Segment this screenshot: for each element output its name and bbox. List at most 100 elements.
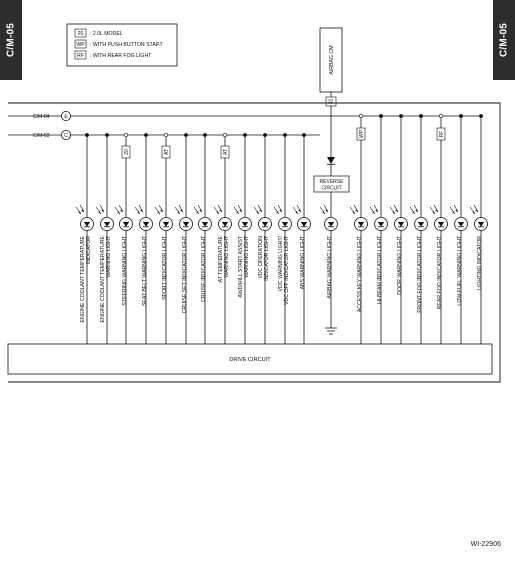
- svg-text:: WITH REAR FOG LIGHT: : WITH REAR FOG LIGHT: [90, 53, 152, 59]
- led-icon: [193, 204, 212, 231]
- light-access-key-warning-light: WP ACCESS KEY WARNING LIGHT: [349, 113, 368, 344]
- light-label: VDC WARNING LIGHT/: [278, 235, 284, 291]
- svg-text:RF: RF: [77, 53, 84, 59]
- led-icon: [233, 204, 252, 231]
- light-label: LOW-FUEL WARNING LIGHT: [457, 235, 463, 305]
- light-label: VDC OPERATION: [258, 236, 264, 279]
- svg-text:DRIVE CIRCUIT: DRIVE CIRCUIT: [229, 357, 271, 363]
- airbag-diode: [327, 157, 335, 165]
- led-icon: [369, 204, 388, 231]
- wire-junction: [203, 133, 207, 137]
- branch-tag: 20: [124, 149, 130, 155]
- wire-junction: [105, 133, 109, 137]
- light-label: SPORT INDICATOR LIGHT: [162, 235, 168, 300]
- light-label: DOOR WARNING LIGHT: [397, 235, 403, 294]
- svg-text:C/M-03: C/M-03: [33, 133, 50, 139]
- light-label: AWD/HILL START ASSIST: [238, 235, 244, 297]
- light-label: FRONT FOG INDICATOR LIGHT: [417, 235, 423, 312]
- led-icon: [134, 204, 153, 231]
- wire-junction: [479, 114, 483, 118]
- led-icon: [389, 204, 408, 231]
- branch-tag: AT: [223, 149, 229, 155]
- reverse-circuit-box: REVERSE CIRCUIT: [313, 175, 350, 193]
- light-label: INDICATOR: [86, 236, 92, 264]
- section-tab-right: C/M-05: [493, 0, 515, 80]
- wire-junction: [144, 133, 148, 137]
- light-seat-belt-warning-light: SEAT BELT WARNING LIGHT: [134, 133, 153, 344]
- wire-junction-open: [438, 113, 444, 119]
- light-cruise-set-indicator-light: CRUISE SET INDICATOR LIGHT: [174, 133, 193, 344]
- light-label: SEAT BELT WARNING LIGHT: [142, 235, 148, 306]
- led-icon: [349, 204, 368, 231]
- led-icon: [292, 204, 311, 231]
- ground-icon: [325, 327, 337, 335]
- legend-item-rear-fog-light: RF : WITH REAR FOG LIGHT: [74, 50, 152, 60]
- branch-tag: WP: [359, 129, 365, 138]
- led-icon: [409, 204, 428, 231]
- svg-text:AIRBAG CM: AIRBAG CM: [329, 45, 335, 74]
- light-label: WARNING LIGHT: [106, 235, 112, 277]
- led-icon: [253, 204, 272, 231]
- light-label: STEERING WARNING LIGHT: [122, 235, 128, 305]
- meter-outline: [8, 102, 501, 383]
- airbag-cm-pin: 31: [325, 96, 337, 107]
- legend-item-2-0l-model: 20 : 2.0L MODEL: [74, 28, 123, 38]
- light-sport-indicator-light: AT SPORT INDICATOR LIGHT: [154, 132, 173, 344]
- branch-tag: RF: [439, 131, 445, 138]
- wire-junction: [85, 133, 89, 137]
- connector-c-m-03: C/M-03 C: [33, 129, 72, 140]
- light-label: AIRBAG WARNING LIGHT: [327, 235, 333, 298]
- led-icon: [429, 204, 448, 231]
- light-label: CRUISE SET INDICATOR LIGHT: [182, 235, 188, 313]
- svg-text:CIRCUIT: CIRCUIT: [321, 186, 341, 192]
- led-icon: [114, 204, 133, 231]
- led-icon: [174, 204, 193, 231]
- svg-text:REVERSE: REVERSE: [320, 179, 345, 185]
- light-label: ACCESS KEY WARNING LIGHT: [357, 235, 363, 312]
- light-label: INDICATOR LIGHT: [264, 235, 270, 281]
- light-lighting-indicator: LIGHTING INDICATOR: [469, 114, 488, 344]
- wire-junction-open: [123, 132, 129, 138]
- section-tab-left: C/M-05: [0, 0, 22, 80]
- light-front-fog-indicator-light: FRONT FOG INDICATOR LIGHT: [409, 114, 428, 344]
- light-hi-beam-indicator-light: HI-BEAM INDICATOR LIGHT: [369, 114, 388, 344]
- led-icon: [213, 204, 232, 231]
- light-label: HI-BEAM INDICATOR LIGHT: [377, 235, 383, 304]
- light-low-fuel-warning-light: LOW-FUEL WARNING LIGHT: [449, 114, 468, 344]
- led-icon: [154, 204, 173, 231]
- led-icon: [95, 204, 114, 231]
- led-icon: [449, 204, 468, 231]
- svg-text:E: E: [64, 114, 68, 120]
- svg-text:: WITH PUSH BUTTON START: : WITH PUSH BUTTON START: [90, 42, 163, 48]
- svg-text:31: 31: [329, 99, 335, 105]
- light-label: AT TEMPERATURE: [218, 235, 224, 282]
- light-label: WARNING LIGHT: [244, 235, 250, 277]
- wire-junction: [379, 114, 383, 118]
- branch-tag: AT: [164, 149, 170, 155]
- light-door-warning-light: DOOR WARNING LIGHT: [389, 114, 408, 344]
- light-label: ENGINE COOLANT TEMPERATURE: [100, 235, 106, 322]
- drive-circuit-box: DRIVE CIRCUIT: [7, 343, 493, 375]
- wire-junction: [419, 114, 423, 118]
- legend: 20 : 2.0L MODEL WP : WITH PUSH BUTTON ST…: [66, 23, 178, 67]
- led-icon: [469, 204, 488, 231]
- wire-junction: [302, 133, 306, 137]
- light-vdc-warning-light-vdc-off-indicator-light: VDC WARNING LIGHT/VDC OFF INDICATOR LIGH…: [273, 133, 292, 344]
- svg-text:C: C: [64, 133, 68, 139]
- figure-id: WI-22906: [470, 541, 501, 548]
- light-label: LIGHTING INDICATOR: [477, 236, 483, 290]
- light-label: CRUISE INDICATOR LIGHT: [201, 235, 207, 302]
- light-label: WARNING LIGHT: [224, 235, 230, 277]
- svg-text:C/M-04: C/M-04: [33, 114, 50, 120]
- wire-junction-open: [163, 132, 169, 138]
- led-icon: [273, 204, 292, 231]
- led-icon: [319, 204, 338, 231]
